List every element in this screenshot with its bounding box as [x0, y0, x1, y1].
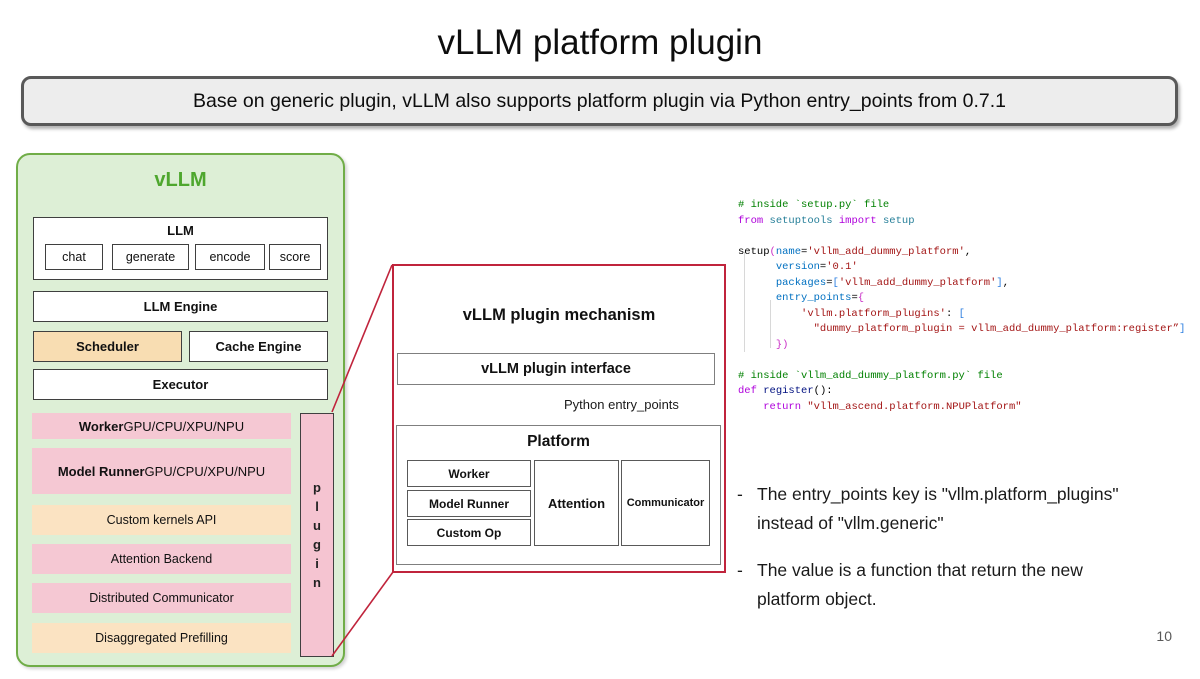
- code-line: [738, 229, 1200, 245]
- model-runner-label-bold: Model Runner: [57, 463, 145, 479]
- code-line: # inside `setup.py` file: [738, 199, 890, 211]
- cache-engine-box: Cache Engine: [189, 331, 328, 362]
- code-line: return "vllm_ascend.platform.NPUPlatform…: [763, 400, 1022, 413]
- llm-group-box: LLM chat generate encode score: [33, 217, 328, 280]
- plugin-letter: l: [315, 499, 319, 514]
- worker-label-bold: Worker: [78, 418, 124, 434]
- plugin-letter: p: [313, 480, 321, 495]
- plugin-letter: i: [315, 556, 319, 571]
- banner: Base on generic plugin, vLLM also suppor…: [21, 76, 1178, 126]
- llm-api-generate: generate: [112, 244, 189, 270]
- note-text: The value is a function that return the …: [757, 556, 1083, 614]
- vllm-panel: vLLM LLM chat generate encode score LLM …: [16, 153, 345, 667]
- platform-model-runner-box: Model Runner: [407, 490, 531, 517]
- page-number: 10: [1156, 628, 1172, 644]
- code-line: version='0.1': [775, 261, 858, 273]
- note-dash: -: [737, 484, 743, 504]
- code-line: "dummy_platform_plugin = vllm_add_dummy_…: [813, 323, 1186, 335]
- code-line: [738, 353, 1200, 369]
- indent-guide: [770, 300, 771, 348]
- platform-box: Platform Worker Model Runner Custom Op A…: [396, 425, 721, 565]
- indent-guide: [744, 252, 745, 352]
- note-line: instead of "vllm.generic": [757, 513, 944, 533]
- plugin-interface-box: vLLM plugin interface: [397, 353, 715, 385]
- platform-attention-box: Attention: [534, 460, 619, 546]
- platform-worker-box: Worker: [407, 460, 531, 487]
- code-line: packages=['vllm_add_dummy_platform'],: [775, 276, 1010, 289]
- code-line: 'vllm.platform_plugins': [: [801, 307, 965, 320]
- executor-box: Executor: [33, 369, 328, 400]
- platform-communicator-box: Communicator: [621, 460, 710, 546]
- vllm-panel-title: vLLM: [154, 168, 207, 191]
- note-item: - The value is a function that return th…: [737, 556, 1177, 614]
- note-dash: -: [737, 560, 743, 580]
- disaggregated-prefilling-row: Disaggregated Prefilling: [32, 623, 291, 653]
- distributed-communicator-row: Distributed Communicator: [32, 583, 291, 613]
- code-line: setup(name='vllm_add_dummy_platform',: [738, 245, 972, 258]
- model-runner-label-rest: GPU/CPU/XPU/NPU: [144, 463, 266, 479]
- worker-row: Worker GPU/CPU/XPU/NPU: [32, 413, 291, 439]
- model-runner-row: Model Runner GPU/CPU/XPU/NPU: [32, 448, 291, 494]
- mechanism-panel: vLLM plugin mechanism vLLM plugin interf…: [392, 264, 726, 573]
- note-text: The entry_points key is "vllm.platform_p…: [757, 480, 1119, 538]
- arrow-label: Python entry_points: [564, 397, 679, 412]
- llm-api-encode: encode: [195, 244, 265, 270]
- worker-label-rest: GPU/CPU/XPU/NPU: [123, 418, 245, 434]
- custom-kernels-row: Custom kernels API: [32, 505, 291, 535]
- note-line: platform object.: [757, 589, 877, 609]
- llm-group-title: LLM: [167, 222, 194, 238]
- code-block: # inside `setup.py` file from setuptools …: [738, 198, 1200, 415]
- code-line: def register():: [738, 385, 833, 397]
- note-item: - The entry_points key is "vllm.platform…: [737, 480, 1177, 538]
- attention-backend-row: Attention Backend: [32, 544, 291, 574]
- mechanism-title: vLLM plugin mechanism: [462, 305, 656, 324]
- platform-title: Platform: [527, 433, 590, 450]
- code-line: from setuptools import setup: [738, 214, 915, 227]
- plugin-letter: g: [313, 537, 321, 552]
- code-line: # inside `vllm_add_dummy_platform.py` fi…: [738, 369, 1003, 382]
- llm-api-chat: chat: [45, 244, 103, 270]
- plugin-letter: u: [313, 518, 321, 533]
- plugin-letter: n: [313, 575, 321, 590]
- plugin-bar: p l u g i n: [300, 413, 334, 657]
- page-title: vLLM platform plugin: [437, 23, 763, 62]
- banner-text: Base on generic plugin, vLLM also suppor…: [193, 89, 1006, 112]
- llm-api-score: score: [269, 244, 321, 270]
- platform-custom-op-box: Custom Op: [407, 519, 531, 546]
- llm-engine-box: LLM Engine: [33, 291, 328, 322]
- code-line: entry_points={: [775, 292, 865, 304]
- note-line: The entry_points key is "vllm.platform_p…: [757, 484, 1119, 504]
- code-line: }): [775, 338, 789, 351]
- scheduler-box: Scheduler: [33, 331, 182, 362]
- note-line: The value is a function that return the …: [757, 560, 1083, 580]
